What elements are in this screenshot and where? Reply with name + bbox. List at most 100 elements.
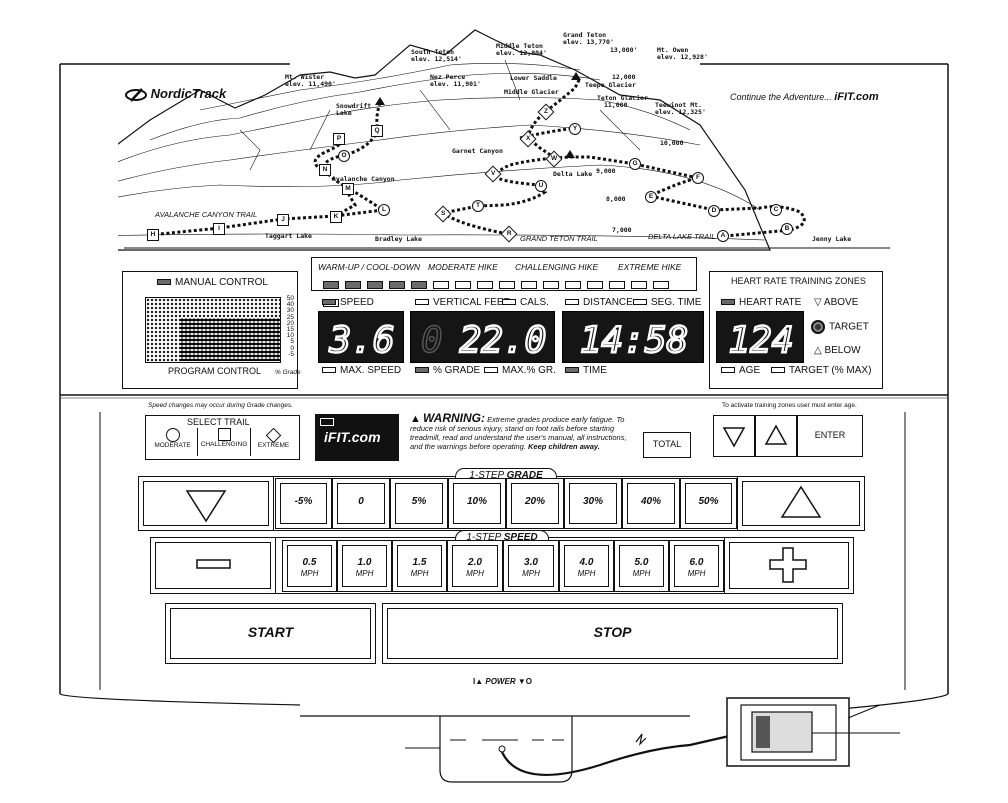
power-text: POWER xyxy=(485,677,516,686)
program-control-label: PROGRAM CONTROL xyxy=(168,366,262,376)
warning-title: WARNING: xyxy=(422,411,485,425)
program-grid-fill xyxy=(180,318,279,361)
grade-down-button[interactable] xyxy=(138,476,274,531)
waypoint-t: T xyxy=(472,200,484,212)
target-max-label: TARGET (% MAX) xyxy=(771,365,871,376)
svg-text:3.6: 3.6 xyxy=(328,320,394,361)
target-label: TARGET xyxy=(811,320,869,334)
speed-plus-button[interactable] xyxy=(724,537,854,594)
hr-down-button[interactable] xyxy=(713,415,755,457)
enter-button[interactable]: ENTER xyxy=(797,415,863,457)
grade-down-icon xyxy=(185,490,227,523)
above-label: ▽ ABOVE xyxy=(814,297,859,308)
grade-up-icon xyxy=(780,485,822,518)
grade-key-20[interactable]: 20% xyxy=(506,478,564,529)
time-display: 14:58 xyxy=(562,311,704,363)
speed-minus-button[interactable] xyxy=(150,537,276,594)
moderate-label: MODERATE xyxy=(154,442,191,449)
trail-challenging-button[interactable]: CHALLENGING xyxy=(197,428,251,456)
max-speed-label: MAX. SPEED xyxy=(322,365,401,376)
nordictrack-logo: NordicTrack xyxy=(125,86,226,102)
start-button[interactable]: START xyxy=(165,603,376,664)
tagline-text: Continue the Adventure... xyxy=(730,92,832,102)
grade-key-50[interactable]: 50% xyxy=(680,478,737,529)
summit-markers xyxy=(375,72,581,158)
card-slot-icon xyxy=(320,418,334,426)
grade-key-10[interactable]: 10% xyxy=(448,478,506,529)
place-garnet-canyon: Garnet Canyon xyxy=(452,147,503,155)
speed-display: 3.6 xyxy=(318,311,404,363)
place-middle-glacier: Middle Glacier xyxy=(504,88,559,96)
heart-rate-display: 124 xyxy=(716,311,804,363)
grade-key-0[interactable]: 0 xyxy=(332,478,390,529)
total-button[interactable]: TOTAL xyxy=(643,432,691,458)
distance-label: DISTANCE xyxy=(565,297,633,308)
ifit-card[interactable]: iFIT.com xyxy=(315,414,399,461)
warning-lead: Extreme grades produce early fatigue. xyxy=(487,415,615,424)
logo-icon xyxy=(125,87,147,102)
grade-scale-label: % Grade xyxy=(275,369,301,376)
waypoint-q: Q xyxy=(371,125,383,137)
place-avalanche-canyon: Avalanche Canyon xyxy=(332,175,395,183)
waypoint-d: D xyxy=(708,205,720,217)
place-teton-glacier: Teton Glacier xyxy=(597,94,648,102)
stop-button[interactable]: STOP xyxy=(382,603,843,664)
grade-key-40[interactable]: 40% xyxy=(622,478,680,529)
target-icon xyxy=(811,320,825,334)
below-label: △ BELOW xyxy=(814,345,861,356)
hr-up-button[interactable] xyxy=(755,415,797,457)
grade-up-button[interactable] xyxy=(737,476,865,531)
max-grade-label: MAX.% GR. xyxy=(484,365,556,376)
tagline: Continue the Adventure... iFIT.com xyxy=(730,91,879,103)
brand-name: NordicTrack xyxy=(150,86,227,101)
place-jenny-lake: Jenny Lake xyxy=(812,235,852,243)
power-on-icon: I▲ xyxy=(473,677,484,686)
hr-zone-note: To activate training zones user must ent… xyxy=(722,402,857,409)
waypoint-m: M xyxy=(342,183,354,195)
grade-change-note: Speed changes may occur during Grade cha… xyxy=(148,402,293,409)
down-triangle-icon xyxy=(722,427,746,448)
trail-name-grand-teton: GRAND TETON TRAIL xyxy=(520,234,598,243)
grade-key-30[interactable]: 30% xyxy=(564,478,622,529)
trail-extreme-button[interactable]: EXTREME xyxy=(251,427,296,456)
waypoint-b: B xyxy=(781,223,793,235)
place-bradley-lake: Bradley Lake xyxy=(375,235,422,243)
grade-key-5[interactable]: 5% xyxy=(390,478,448,529)
up-triangle-icon xyxy=(764,424,788,445)
workout-strip xyxy=(311,257,697,291)
hr-digits: 124 xyxy=(727,319,794,362)
waypoint-y: Y xyxy=(569,123,581,135)
waypoint-l: L xyxy=(378,204,390,216)
waypoint-o: O xyxy=(338,150,350,162)
heart-rate-label: HEART RATE xyxy=(721,297,801,308)
warning-icon: ▲ xyxy=(410,413,421,425)
ifit-card-logo: iFIT.com xyxy=(324,429,381,445)
manual-led xyxy=(157,279,171,286)
cals-label: CALS. xyxy=(502,297,549,308)
workout-leds xyxy=(323,276,693,307)
workout-extreme: EXTREME HIKE xyxy=(618,262,682,272)
contour-8000: 8,000 xyxy=(606,195,626,203)
trail-name-delta-lake: DELTA LAKE TRAIL xyxy=(648,232,716,241)
contour-7000: 7,000 xyxy=(612,226,632,234)
extreme-label: EXTREME xyxy=(257,442,290,449)
trail-moderate-button[interactable]: MODERATE xyxy=(150,428,195,456)
svg-text:14:58: 14:58 xyxy=(580,320,688,361)
grade-key-neg5[interactable]: -5% xyxy=(275,478,332,529)
power-label: I▲ POWER ▼O xyxy=(473,677,532,686)
waypoint-c: C xyxy=(770,204,782,216)
manual-control-panel xyxy=(122,271,298,389)
